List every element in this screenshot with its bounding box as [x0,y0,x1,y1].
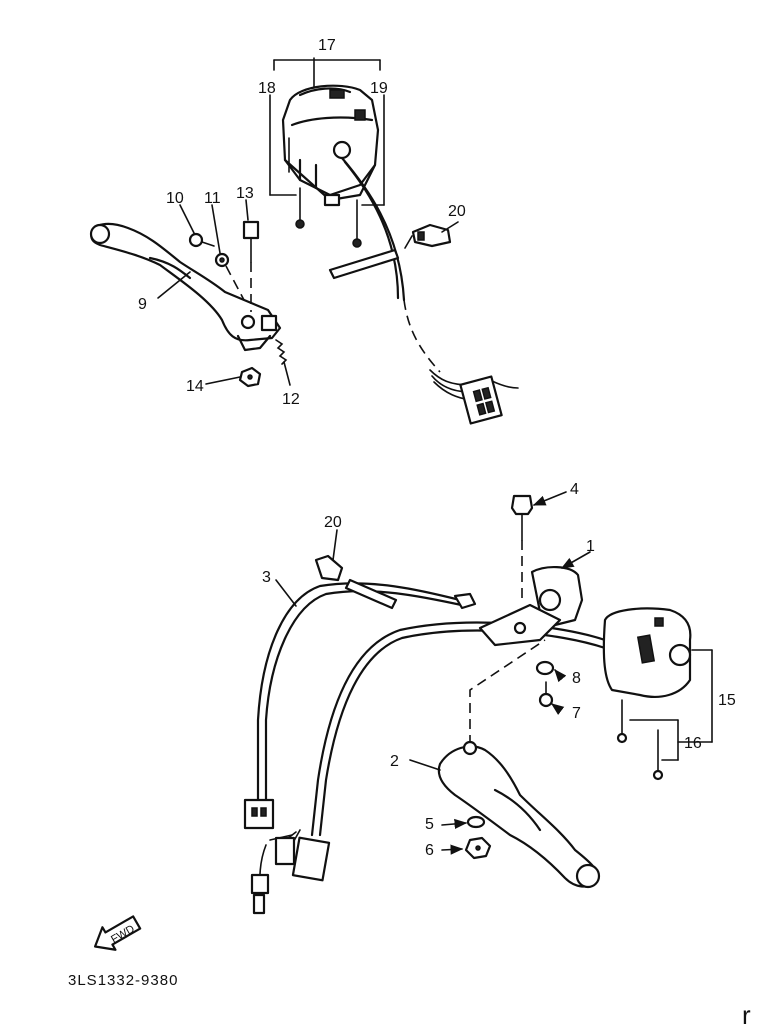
nut-6 [464,836,492,860]
callout-18: 18 [258,80,276,97]
screw-7 [538,681,554,708]
clamp-20-upper [404,223,452,249]
bolt-4 [510,494,534,600]
callout-16: 16 [684,735,702,752]
clamp-20-lower [314,554,398,610]
callout-10: 10 [166,190,184,207]
screw-19 [352,199,362,248]
callout-12: 12 [282,391,300,408]
nut-11 [214,252,245,301]
drawing-code: 3LS1332-9380 [68,972,179,989]
callout-6: 6 [425,842,434,859]
right-switch-housing [602,607,692,698]
lever-2 [437,639,601,889]
callout-7: 7 [572,705,581,722]
callout-11: 11 [204,190,221,207]
nut-14 [238,366,262,388]
callout-19: 19 [370,80,388,97]
screw-10 [188,232,215,248]
callout-20-upper: 20 [448,203,466,220]
left-switch-housing [281,84,380,207]
lever-9 [89,222,282,352]
fwd-label: FWD [109,923,137,946]
callout-17: 17 [318,37,336,54]
callout-2: 2 [390,753,399,770]
callout-4: 4 [570,481,579,498]
callout-15: 15 [718,692,736,709]
screw-16b [652,729,664,781]
callout-3: 3 [262,569,271,586]
bolt-13 [242,220,260,312]
spring-12 [275,339,288,365]
callout-13: 13 [236,185,254,202]
callout-5: 5 [425,816,434,833]
oring-5 [466,815,486,829]
callout-9: 9 [138,296,147,313]
callout-lines [157,57,713,855]
fwd-arrow-icon [93,915,142,951]
holder-1 [478,566,584,647]
callout-20-lower: 20 [324,514,342,531]
screw-18 [295,187,305,229]
connector-upper [429,369,519,425]
harness-3 [243,582,477,830]
corner-mark: r [742,1000,751,1030]
callout-14: 14 [186,378,204,395]
screw-16a [616,699,628,744]
cable-band-upper [328,248,400,280]
callout-1: 1 [586,538,595,555]
washer-8 [535,660,555,676]
callout-8: 8 [572,670,581,687]
